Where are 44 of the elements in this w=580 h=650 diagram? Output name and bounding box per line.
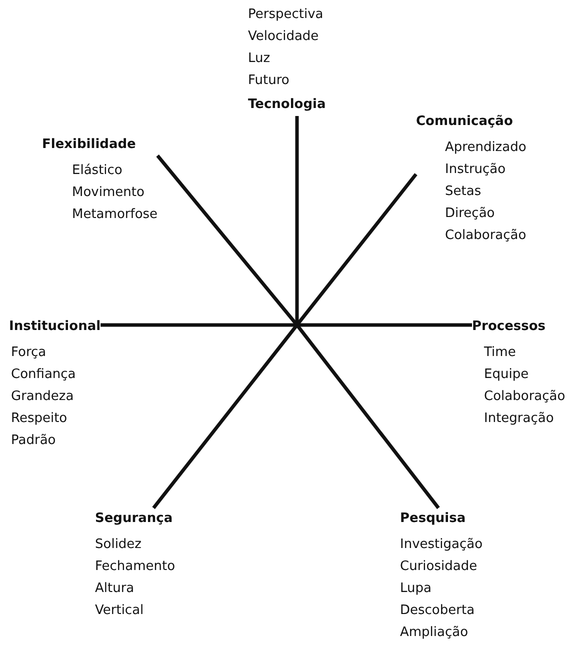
keyword: Instrução: [445, 161, 507, 179]
keyword: Investigação: [400, 536, 483, 554]
keyword: Altura: [95, 580, 136, 598]
category-heading: Tecnologia: [248, 96, 326, 114]
category-heading: Flexibilidade: [42, 136, 137, 154]
keyword: Lupa: [400, 580, 432, 598]
keyword: Grandeza: [11, 388, 75, 406]
category-heading: Pesquisa: [400, 510, 467, 528]
category-heading: Segurança: [95, 510, 174, 528]
spoke-line: [297, 323, 472, 327]
spoke-line: [296, 173, 418, 326]
keyword: Força: [11, 344, 48, 362]
spoke-line: [296, 324, 440, 510]
keyword: Confiança: [11, 366, 77, 384]
category-heading: Processos: [472, 318, 547, 336]
keyword: Equipe: [484, 366, 530, 384]
keyword: Elástico: [72, 162, 124, 180]
keyword: Setas: [445, 183, 482, 201]
spoke-line: [100, 323, 297, 327]
keyword: Luz: [248, 50, 272, 68]
category-heading: Institucional: [9, 318, 101, 336]
keyword: Integração: [484, 410, 555, 428]
keyword: Fechamento: [95, 558, 176, 576]
keyword: Vertical: [95, 602, 145, 620]
keyword: Perspectiva: [248, 6, 324, 24]
category-heading: Comunicação: [416, 113, 514, 131]
keyword: Aprendizado: [445, 139, 526, 157]
spoke-line: [152, 324, 298, 510]
keyword: Metamorfose: [72, 206, 158, 224]
keyword: Direção: [445, 205, 496, 223]
keyword: Colaboração: [445, 227, 526, 245]
keyword: Solidez: [95, 536, 143, 554]
keyword: Time: [484, 344, 517, 362]
keyword: Velocidade: [248, 28, 320, 46]
keyword: Respeito: [11, 410, 68, 428]
keyword: Curiosidade: [400, 558, 478, 576]
spoke-line: [156, 154, 298, 326]
keyword: Descoberta: [400, 602, 476, 620]
keyword: Colaboração: [484, 388, 566, 406]
keyword: Ampliação: [400, 624, 470, 642]
spoke-line: [295, 116, 299, 325]
keyword: Movimento: [72, 184, 146, 202]
keyword: Futuro: [248, 72, 290, 90]
keyword: Padrão: [11, 432, 57, 450]
